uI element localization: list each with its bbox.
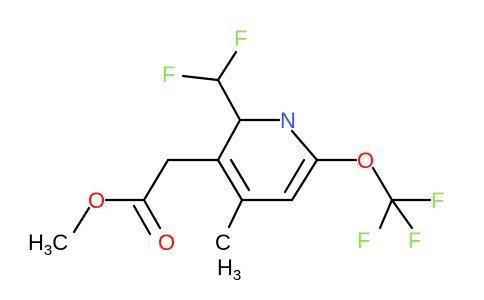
bond-cf3-f-left	[378, 198, 394, 230]
atom-label-layer: F F N O F F F O O H3C C H3	[28, 26, 444, 284]
atom-f-left: F	[162, 62, 175, 87]
bond-c3-c2	[216, 118, 242, 162]
bond-cf3-f-bottom	[390, 198, 414, 230]
bond-chf2-f-left	[181, 74, 220, 82]
atom-o-ester: O	[88, 188, 105, 213]
bond-c6-c5-inner	[283, 158, 306, 194]
atom-f-cf3-right: F	[431, 188, 444, 213]
bond-carbonyl-o-double-2	[132, 204, 152, 236]
bond-chf2-f-top	[216, 50, 238, 82]
bond-c6-c5	[290, 158, 319, 202]
bond-ch2-carbonyl	[142, 158, 170, 202]
bond-carbonyl-o-double-1	[142, 198, 162, 230]
atom-f-cf3-bottom: F	[408, 228, 421, 253]
bond-c4-c3-inner	[229, 158, 251, 192]
bond-o-ester-ch3	[72, 206, 91, 234]
atom-o-ether: O	[357, 148, 374, 173]
atom-o-carbonyl: O	[158, 230, 175, 255]
bond-c4-ch3	[227, 198, 244, 229]
methoxy-subscript: 3	[44, 242, 52, 259]
bond-c4-c3	[216, 158, 244, 202]
methyl-c: C	[215, 230, 231, 255]
bond-layer	[72, 50, 432, 236]
bond-c2-chf2	[216, 78, 242, 122]
atom-f-cf3-left: F	[357, 228, 370, 253]
methyl-h3-label: H3	[217, 255, 241, 284]
methoxy-group-label: H3C	[28, 230, 68, 259]
methoxy-c: C	[52, 230, 68, 255]
atom-n-ring: N	[280, 108, 296, 133]
bond-n1-c6	[290, 129, 319, 162]
methyl-h: H	[217, 255, 233, 280]
atom-f-top: F	[234, 26, 247, 51]
methoxy-h: H	[28, 230, 44, 255]
bond-o-cf3	[371, 166, 394, 202]
methyl-subscript: 3	[233, 267, 241, 284]
